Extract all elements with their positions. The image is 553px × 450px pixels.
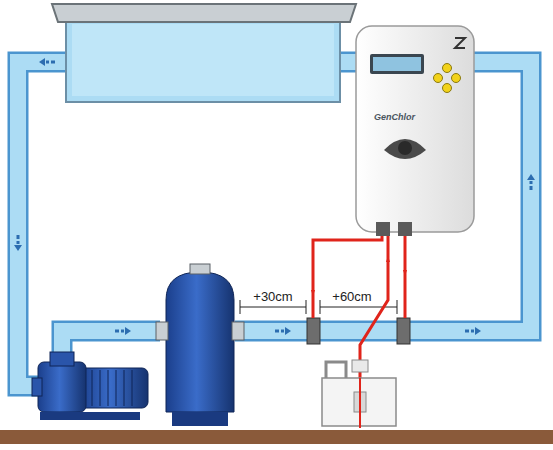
- pool: [52, 4, 356, 102]
- chemical-canister: [322, 360, 396, 428]
- injection-fitting: [397, 318, 410, 344]
- filter: [156, 264, 244, 426]
- brand-logo: GenChlor: [374, 112, 415, 122]
- dimension-label: +30cm: [252, 290, 293, 304]
- chlorinator-unit: [356, 26, 474, 236]
- device-panel: GenChlor: [356, 26, 474, 232]
- injection-fitting: [307, 318, 320, 344]
- dimension-label: +60cm: [331, 290, 372, 304]
- dosing-tubes: [311, 236, 407, 378]
- pump: [32, 352, 148, 420]
- ground: [0, 430, 553, 444]
